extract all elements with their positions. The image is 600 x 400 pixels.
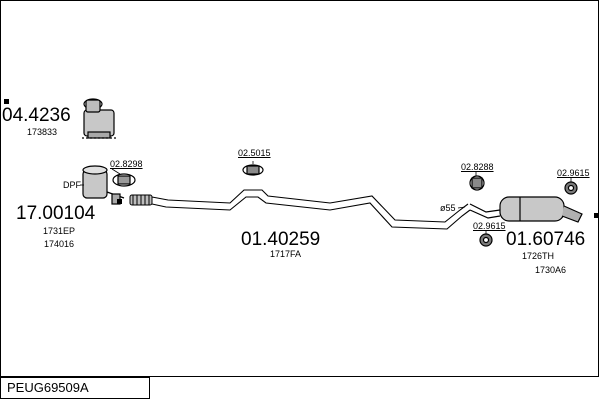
part-marker bbox=[594, 213, 599, 218]
clamp-right-part bbox=[469, 175, 485, 191]
hanger-mid-part bbox=[242, 164, 264, 176]
rubber-ring-bottom-part bbox=[479, 233, 493, 247]
part-number-rear-silencer: 01.60746 bbox=[506, 229, 586, 250]
catalytic-converter-part bbox=[82, 98, 116, 139]
diagram-frame bbox=[0, 0, 599, 377]
part-number-catalyst: 04.4236 bbox=[2, 105, 71, 126]
part-code: 1731EP bbox=[43, 226, 76, 236]
particulate-filter-part bbox=[82, 165, 125, 205]
flex-pipe-part bbox=[129, 194, 153, 206]
accessory-ref: 02.8298 bbox=[110, 159, 143, 169]
part-code: 173833 bbox=[27, 127, 58, 137]
centre-pipe-part bbox=[151, 189, 471, 230]
rear-silencer-part bbox=[469, 196, 583, 223]
accessory-ref: 02.9615 bbox=[473, 221, 506, 231]
diagram-title: PEUG69509A bbox=[0, 377, 150, 399]
part-code: 1726TH bbox=[522, 251, 555, 261]
part-code: 1717FA bbox=[270, 249, 302, 259]
leader-lines bbox=[80, 161, 572, 234]
pipe-diameter-label: ø55 bbox=[440, 203, 456, 213]
accessory-ref: 02.8288 bbox=[461, 162, 494, 172]
part-marker bbox=[4, 99, 9, 104]
accessory-ref: 02.9615 bbox=[557, 168, 590, 178]
accessory-ref: 02.5015 bbox=[238, 148, 271, 158]
clamp-left-part bbox=[112, 173, 136, 187]
part-code: 1730A6 bbox=[535, 265, 567, 275]
dpf-label: DPF bbox=[63, 180, 81, 190]
part-number-dpf: 17.00104 bbox=[16, 203, 96, 224]
part-number-centre-pipe: 01.40259 bbox=[241, 229, 321, 250]
rubber-ring-top-part bbox=[564, 181, 578, 195]
part-marker bbox=[117, 199, 122, 204]
part-code: 174016 bbox=[44, 239, 75, 249]
